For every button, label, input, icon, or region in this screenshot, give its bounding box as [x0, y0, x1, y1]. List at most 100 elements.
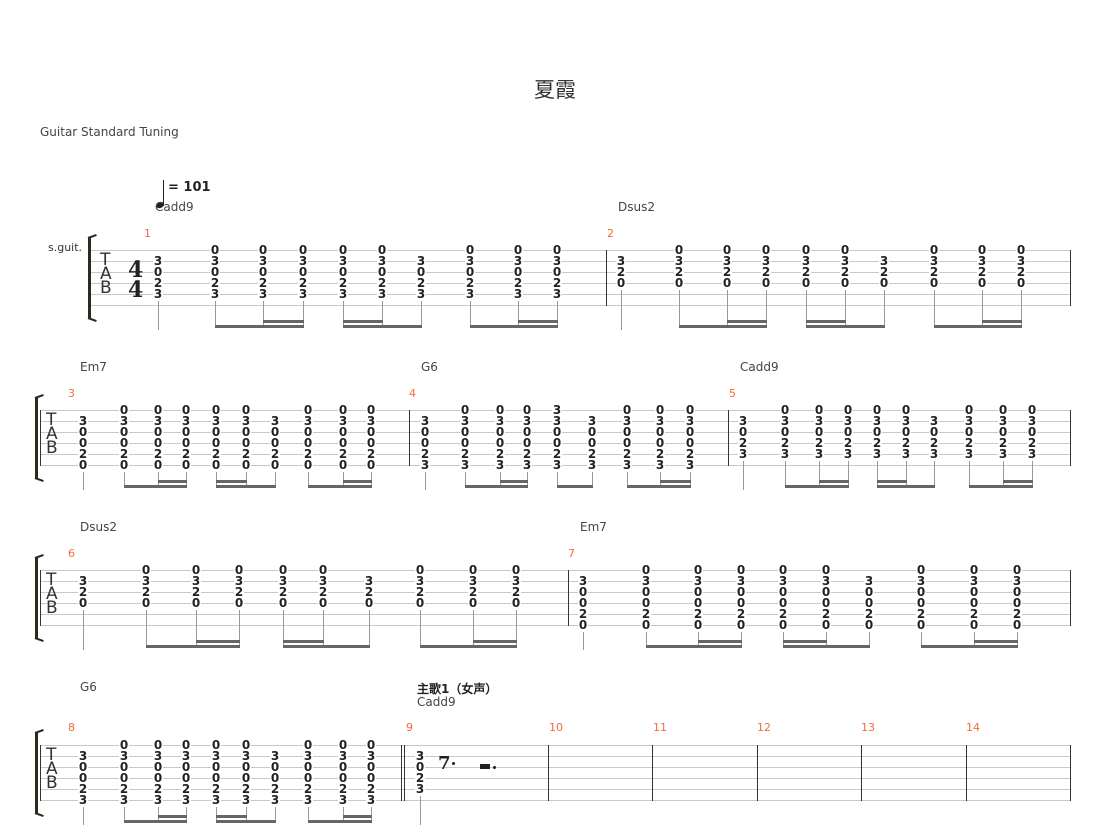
fret-number: 2: [801, 265, 811, 279]
fret-number: 0: [191, 563, 201, 577]
fret-number: 3: [258, 287, 268, 301]
fret-number: 0: [420, 436, 430, 450]
staff-line: [40, 614, 1070, 615]
fret-number: 3: [738, 447, 748, 461]
tab-clef-letter: B: [46, 598, 58, 618]
chord-name: Dsus2: [618, 200, 655, 214]
beam-sixteenth: [196, 640, 240, 643]
fret-number: 3: [78, 574, 88, 588]
fret-number: 0: [655, 436, 665, 450]
fret-number: 0: [465, 243, 475, 257]
note-stem: [1003, 461, 1004, 488]
fret-number: 3: [278, 574, 288, 588]
beam-sixteenth: [343, 320, 383, 323]
fret-number: 3: [141, 574, 151, 588]
fret-number: 0: [278, 563, 288, 577]
fret-number: 3: [969, 574, 979, 588]
staff-bracket-bottom: [87, 317, 97, 323]
beam-sixteenth: [783, 640, 827, 643]
fret-number: 3: [303, 414, 313, 428]
fret-number: 0: [513, 265, 523, 279]
fret-number: 0: [181, 771, 191, 785]
fret-number: 3: [738, 414, 748, 428]
rest-dot: [493, 766, 496, 769]
fret-number: 0: [511, 596, 521, 610]
measure-number: 12: [757, 721, 771, 734]
staff-bracket-top: [34, 728, 44, 734]
fret-number: 2: [736, 607, 746, 621]
fret-number: 2: [693, 607, 703, 621]
barline: [568, 570, 569, 626]
fret-number: 3: [552, 458, 562, 472]
note-stem: [627, 472, 628, 488]
note-stem: [646, 632, 647, 648]
fret-number: 2: [616, 265, 626, 279]
note-stem: [621, 290, 622, 330]
fret-number: 3: [468, 574, 478, 588]
fret-number: 0: [761, 243, 771, 257]
fret-number: 0: [377, 243, 387, 257]
fret-number: 0: [843, 425, 853, 439]
fret-number: 2: [1016, 265, 1026, 279]
fret-number: 0: [511, 563, 521, 577]
fret-number: 3: [879, 254, 889, 268]
fret-number: 0: [460, 403, 470, 417]
fret-number: 2: [415, 585, 425, 599]
note-stem: [982, 290, 983, 328]
fret-number: 2: [210, 276, 220, 290]
staff-line: [40, 581, 1070, 582]
fret-number: 0: [211, 458, 221, 472]
chord-name: G6: [421, 360, 438, 374]
barline: [728, 410, 729, 466]
beam-sixteenth: [1003, 480, 1033, 483]
fret-number: 3: [153, 287, 163, 301]
note-stem: [819, 461, 820, 488]
beam: [557, 485, 593, 488]
fret-number: 2: [495, 447, 505, 461]
fret-number: 3: [872, 447, 882, 461]
beam-sixteenth: [698, 640, 742, 643]
beam: [465, 485, 528, 488]
beam: [420, 645, 517, 648]
fret-number: 3: [513, 254, 523, 268]
fret-number: 0: [303, 436, 313, 450]
staff-line: [90, 294, 1070, 295]
fret-number: 3: [416, 254, 426, 268]
staff-bracket-top: [87, 233, 97, 239]
note-stem: [743, 461, 744, 490]
fret-number: 2: [78, 782, 88, 796]
note-stem: [806, 290, 807, 328]
fret-number: 0: [141, 596, 151, 610]
fret-number: 3: [234, 574, 244, 588]
fret-number: 0: [270, 425, 280, 439]
fret-number: 0: [338, 760, 348, 774]
fret-number: 0: [587, 425, 597, 439]
fret-number: 0: [460, 425, 470, 439]
fret-number: 2: [270, 447, 280, 461]
barline: [1070, 250, 1071, 306]
fret-number: 3: [420, 458, 430, 472]
fret-number: 0: [622, 425, 632, 439]
fret-number: 2: [258, 276, 268, 290]
fret-number: 0: [780, 425, 790, 439]
note-stem: [275, 472, 276, 488]
tab-clef-letter: B: [46, 438, 58, 458]
fret-number: 3: [722, 254, 732, 268]
beam: [283, 645, 370, 648]
fret-number: 0: [366, 436, 376, 450]
fret-number: 2: [366, 447, 376, 461]
fret-number: 0: [693, 596, 703, 610]
fret-number: 3: [210, 254, 220, 268]
fret-number: 3: [415, 749, 425, 763]
time-signature-bottom: 4: [128, 277, 144, 303]
fret-number: 2: [780, 436, 790, 450]
fret-number: 3: [578, 574, 588, 588]
fret-number: 0: [258, 265, 268, 279]
fret-number: 0: [641, 618, 651, 632]
fret-number: 0: [872, 425, 882, 439]
chord-name: Em7: [580, 520, 607, 534]
beam: [806, 325, 885, 328]
fret-number: 2: [778, 607, 788, 621]
eighth-rest-icon: 7: [438, 753, 451, 774]
note-stem: [83, 472, 84, 490]
